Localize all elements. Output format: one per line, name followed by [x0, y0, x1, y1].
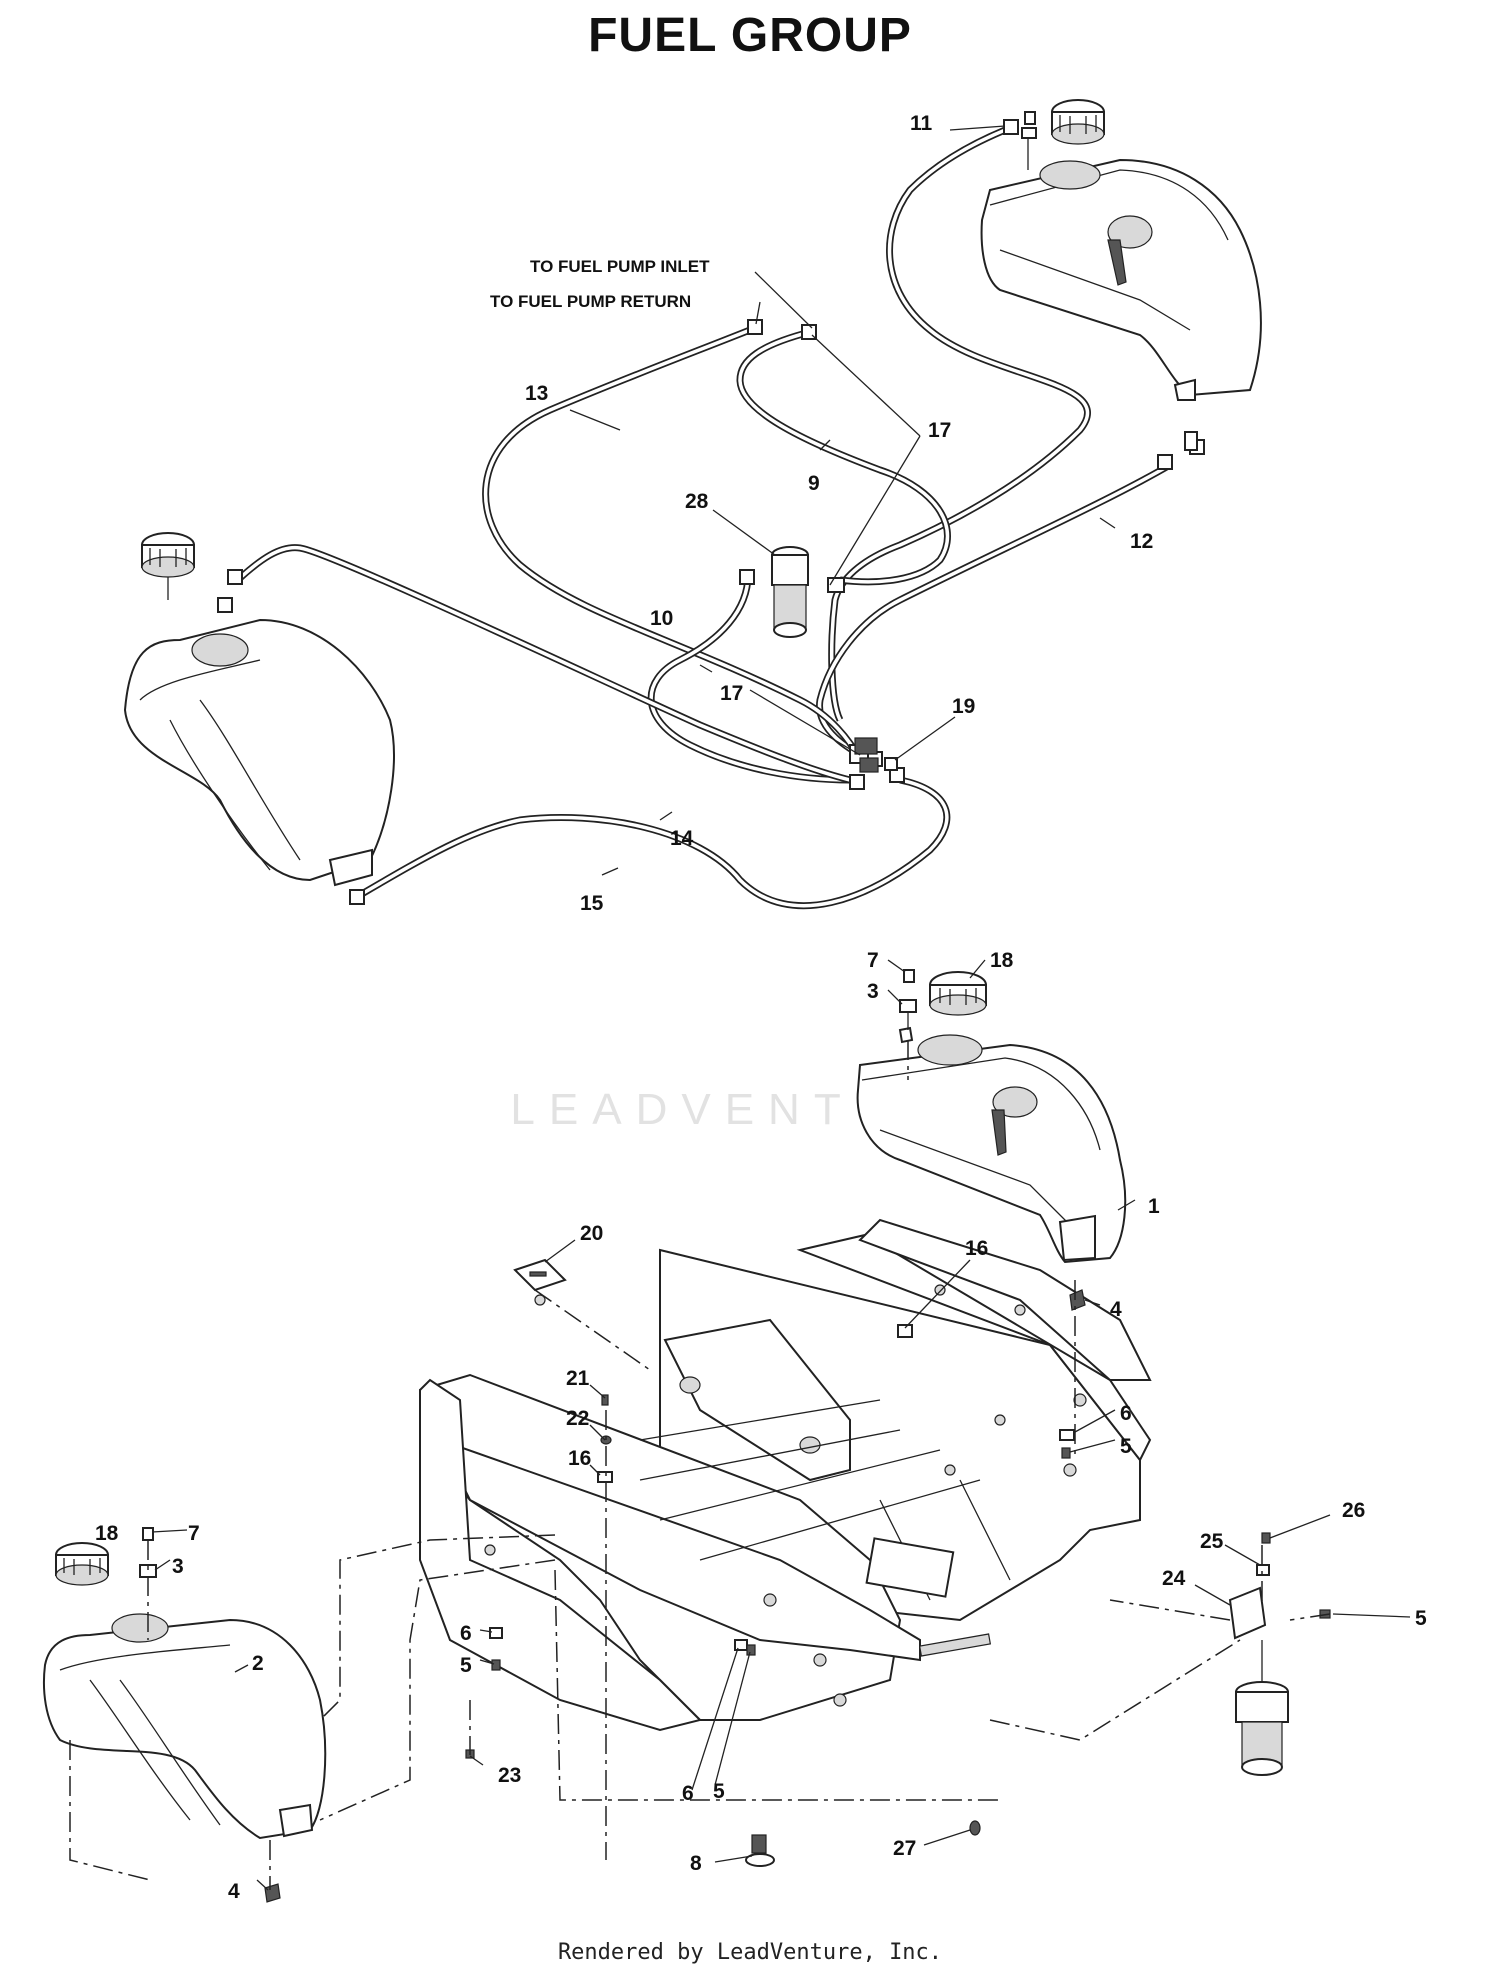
- callout-28: 28: [685, 490, 709, 513]
- assembly-lines: [69, 1040, 1331, 1890]
- callout-7-left: 7: [188, 1522, 200, 1545]
- fuel-cap-18-right: [929, 971, 987, 1016]
- footer-credit: Rendered by LeadVenture, Inc.: [557, 1940, 943, 1965]
- callout-2: 2: [252, 1652, 264, 1675]
- callout-3-right: 3: [867, 980, 879, 1003]
- callout-27: 27: [893, 1837, 916, 1860]
- leader-lines-lower: [151, 959, 1411, 1891]
- fuel-tank-2: [42, 1613, 327, 1840]
- callout-12: 12: [1130, 530, 1153, 553]
- callout-22: 22: [566, 1407, 589, 1430]
- fuel-tank-1: [856, 1026, 1127, 1264]
- callout-23: 23: [498, 1764, 521, 1787]
- fuel-cap-18-left: [55, 1542, 109, 1586]
- callout-5-center: 5: [713, 1780, 725, 1803]
- callout-4-left: 4: [228, 1880, 240, 1903]
- cap-hardware-right: [899, 969, 917, 1030]
- hose-network: [237, 124, 1172, 910]
- fuel-cap-upper-left: [141, 532, 233, 613]
- callout-19: 19: [952, 695, 975, 718]
- callout-4-right: 4: [1110, 1298, 1122, 1321]
- callout-9: 9: [808, 472, 820, 495]
- fuel-filter: [771, 546, 809, 638]
- callout-16-right: 16: [965, 1237, 988, 1260]
- callout-5-bracket: 5: [1415, 1607, 1427, 1630]
- callout-25: 25: [1200, 1530, 1224, 1553]
- callout-5-left: 5: [460, 1654, 472, 1677]
- callout-18-left: 18: [95, 1522, 119, 1545]
- hose-junction: [854, 737, 898, 773]
- callout-15: 15: [580, 892, 604, 915]
- callout-numbers: 1 2 3 3 4 4 5 5 5 5 6 6 6 7 7 8 9 10 11 …: [95, 112, 1427, 1903]
- fitting-stack-upper-right: [1021, 111, 1198, 451]
- callout-17-lower: 17: [720, 682, 743, 705]
- callout-17-upper: 17: [928, 419, 951, 442]
- diagram-title: FUEL GROUP: [588, 9, 912, 62]
- callout-10: 10: [650, 607, 673, 630]
- fuel-cap-upper-right: [1051, 99, 1105, 145]
- callout-6-center: 6: [682, 1782, 694, 1805]
- callout-16-left: 16: [568, 1447, 591, 1470]
- callout-13: 13: [525, 382, 548, 405]
- callout-18-right: 18: [990, 949, 1014, 972]
- callout-26: 26: [1342, 1499, 1365, 1522]
- note-fuel-pump-inlet: TO FUEL PUMP INLET: [530, 257, 710, 276]
- callout-20: 20: [580, 1222, 603, 1245]
- fuel-tank-upper-right: [980, 158, 1262, 401]
- callout-1: 1: [1148, 1195, 1160, 1218]
- callout-6-left: 6: [460, 1622, 472, 1645]
- callout-3-left: 3: [172, 1555, 184, 1578]
- leader-lines-upper: [569, 125, 1116, 876]
- callout-24: 24: [1162, 1567, 1186, 1590]
- callout-8: 8: [690, 1852, 702, 1875]
- callout-11: 11: [910, 112, 933, 135]
- callout-7-right: 7: [867, 949, 879, 972]
- callout-6-right: 6: [1120, 1402, 1132, 1425]
- fuel-tank-upper-left: [123, 618, 395, 887]
- callout-21: 21: [566, 1367, 590, 1390]
- callout-14: 14: [670, 827, 694, 850]
- note-fuel-pump-return: TO FUEL PUMP RETURN: [490, 292, 691, 311]
- chassis-frame: [419, 1218, 1152, 1732]
- callout-5-right: 5: [1120, 1435, 1132, 1458]
